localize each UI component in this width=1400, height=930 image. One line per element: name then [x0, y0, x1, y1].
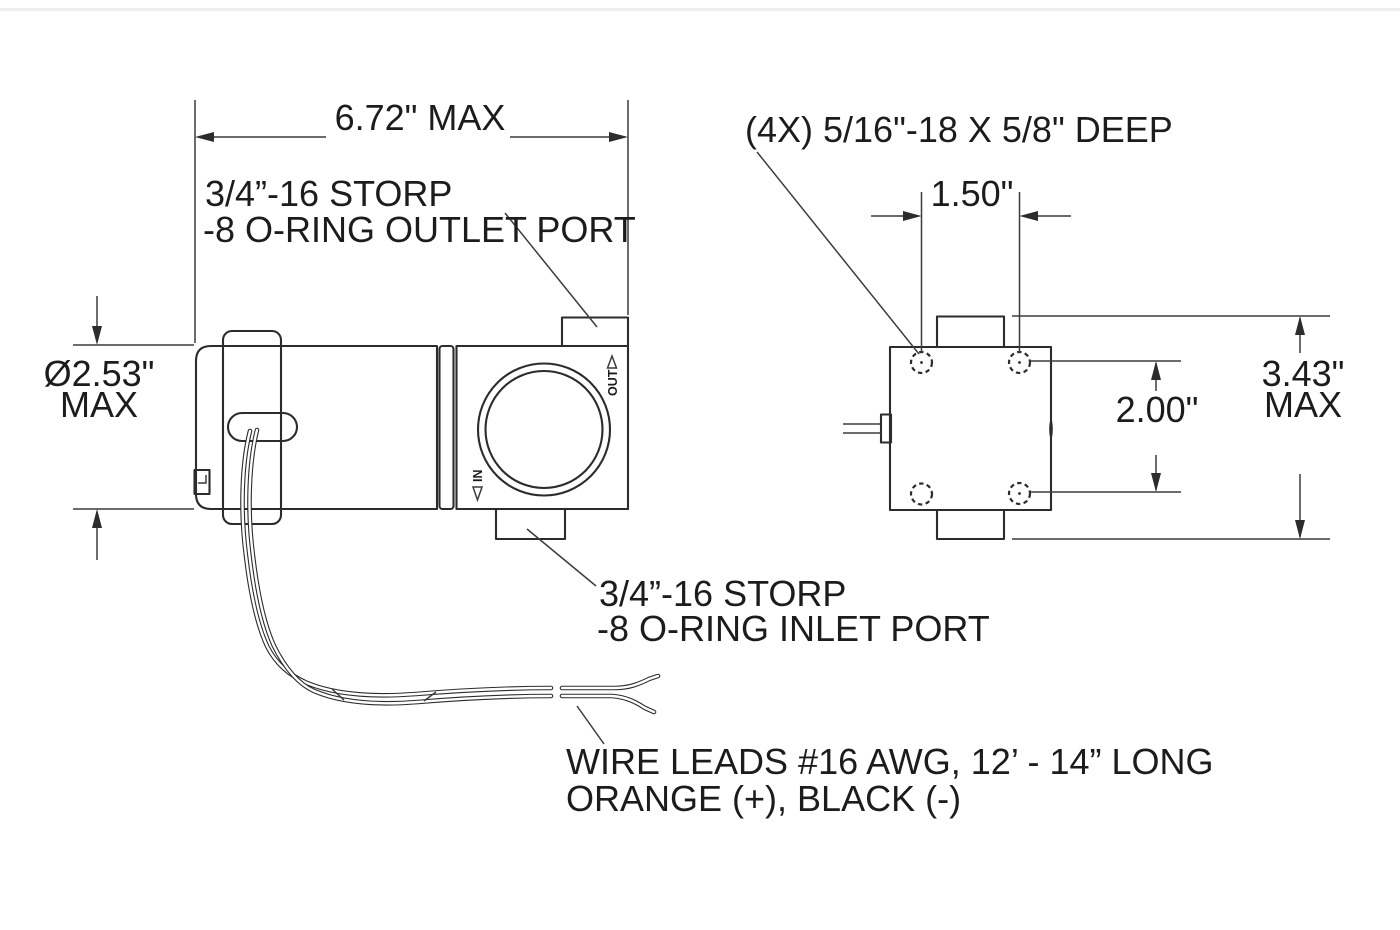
bolt-hole — [1007, 481, 1032, 506]
terminal-clip — [193, 468, 211, 496]
side-view: OUT IN — [193, 316, 630, 541]
dim-diameter-text: Ø2.53" — [44, 353, 155, 394]
holes-callout-label: (4X) 5/16"-18 X 5/8" DEEP — [745, 109, 1173, 150]
wire-twist-tick — [331, 688, 345, 701]
in-marker-label: IN — [471, 470, 485, 483]
dimension-200: 2.00" — [1031, 360, 1199, 493]
pump-head — [455, 344, 630, 511]
dim-height-qualifier: MAX — [1264, 384, 1342, 425]
dimension-150: 1.50" — [871, 173, 1071, 352]
inlet-label-line2: -8 O-RING INLET PORT — [597, 608, 990, 649]
wire-black-core — [248, 428, 656, 714]
inlet-port-tab — [494, 509, 567, 541]
joint-ring — [438, 344, 455, 511]
terminal-clip-notch — [198, 475, 207, 484]
wire-label-line2: ORANGE (+), BLACK (-) — [566, 778, 961, 819]
wire-stub-flange — [879, 413, 893, 444]
bolt-hole-center — [920, 361, 923, 364]
seam-mark — [1049, 419, 1053, 439]
out-flow-arrow-icon — [606, 353, 618, 369]
end-top-tab — [935, 315, 1006, 347]
dimension-253: Ø2.53" MAX — [44, 296, 194, 560]
pump-face-inner-circle — [484, 369, 604, 490]
dim-length-text: 6.72" MAX — [335, 97, 506, 138]
dim-diameter-qualifier: MAX — [60, 384, 138, 425]
bolt-hole — [909, 482, 934, 506]
wire-leader-line — [576, 705, 605, 745]
pump-face-outer-circle — [476, 362, 612, 497]
wire-exit-slot — [226, 411, 299, 443]
in-flow-arrow-icon — [471, 486, 484, 503]
motor-body — [194, 344, 439, 511]
top-edge-strip — [0, 8, 1400, 11]
dimension-343: 3.43" MAX — [1012, 315, 1345, 540]
dim-hole-spacing-y-text: 2.00" — [1116, 389, 1199, 430]
end-bottom-tab — [935, 510, 1006, 541]
callouts: 3/4”-16 STORP -8 O-RING OUTLET PORT (4X)… — [203, 109, 1214, 819]
outlet-port-tab — [560, 316, 630, 346]
dim-hole-spacing-x-text: 1.50" — [931, 173, 1014, 214]
end-view — [843, 315, 1053, 541]
holes-leader-line — [756, 151, 920, 355]
bolt-hole-center — [1018, 361, 1021, 364]
dimension-672: 6.72" MAX — [194, 97, 629, 343]
wire-twist-tick — [423, 691, 437, 702]
outlet-leader-line — [504, 212, 598, 328]
clamp-band — [221, 329, 283, 526]
inlet-label-line1: 3/4”-16 STORP — [599, 573, 846, 614]
wire-label-line1: WIRE LEADS #16 AWG, 12’ - 14” LONG — [566, 741, 1214, 782]
bolt-hole-center — [1018, 492, 1021, 495]
inlet-leader-line — [526, 528, 597, 587]
out-marker-label: OUT — [606, 369, 620, 396]
outlet-label-line2: -8 O-RING OUTLET PORT — [203, 209, 636, 250]
outlet-label-line1: 3/4”-16 STORP — [205, 173, 452, 214]
wire-leads — [240, 427, 661, 715]
dim-height-text: 3.43" — [1262, 353, 1345, 394]
